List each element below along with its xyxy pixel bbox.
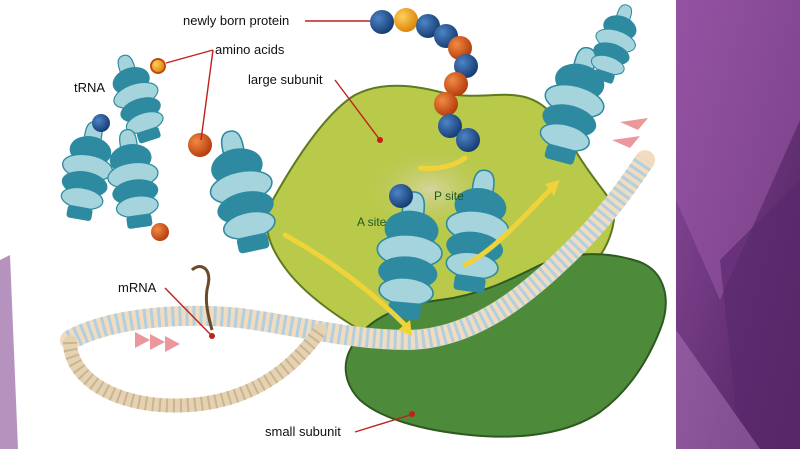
- amino-acid-bead-icon: [444, 72, 468, 96]
- direction-chevrons: [135, 118, 648, 352]
- label-small-subunit: small subunit: [265, 424, 341, 439]
- amino-acid-bead-icon: [188, 133, 212, 157]
- label-amino-acids: amino acids: [215, 42, 285, 57]
- label-trna: tRNA: [74, 80, 105, 95]
- amino-acid-bead-icon: [456, 128, 480, 152]
- label-large-subunit: large subunit: [248, 72, 323, 87]
- amino-acid-bead-icon: [151, 223, 169, 241]
- small-subunit-shape: [344, 253, 667, 438]
- arrow-to-protein: [417, 155, 468, 171]
- leader-dots: [209, 137, 415, 417]
- amino-acid-bead-icon: [150, 58, 166, 74]
- amino-acid-bead-icon: [434, 92, 458, 116]
- arrow-into-a-site: [282, 232, 408, 328]
- arrow-head: [398, 320, 412, 336]
- label-p-site: P site: [434, 189, 464, 203]
- amino-acid-bead-icon: [438, 114, 462, 138]
- movement-arrows: [282, 155, 560, 336]
- trna-molecule-icon: [100, 125, 166, 232]
- leader-lines: [164, 20, 411, 433]
- chevron-right-icon: [165, 336, 180, 352]
- chevron-right-icon: [150, 334, 165, 350]
- amino-acid-bead-icon: [370, 10, 394, 34]
- chevron-right-icon: [612, 136, 640, 148]
- amino-acid-bead-icon: [92, 114, 110, 132]
- amino-acid-bead-icon: [416, 14, 440, 38]
- chevron-right-icon: [135, 332, 150, 348]
- amino-acids: [92, 58, 413, 241]
- amino-acid-bead-icon: [394, 8, 418, 32]
- label-newly-born-protein: newly born protein: [183, 13, 289, 28]
- amino-acid-bead-icon: [454, 54, 478, 78]
- label-mrna: mRNA: [118, 280, 157, 295]
- arrow-head: [545, 180, 560, 196]
- trna-molecule-icon: [52, 117, 122, 225]
- protein-chain: [370, 8, 480, 152]
- mrna-strand: [60, 150, 655, 413]
- amino-acid-bead-icon: [389, 184, 413, 208]
- chevron-right-icon: [620, 118, 648, 130]
- arrow-a-to-p: [462, 185, 555, 268]
- label-a-site: A site: [357, 215, 387, 229]
